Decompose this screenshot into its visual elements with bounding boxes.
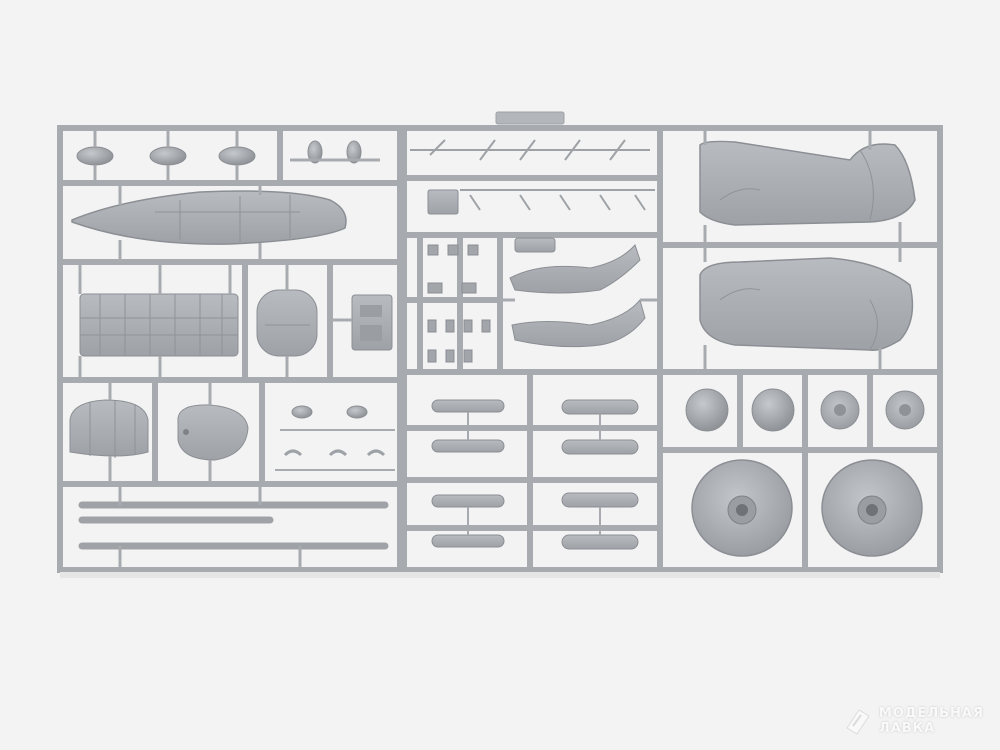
gear-strut-upper: [509, 244, 641, 294]
small-block: [514, 237, 556, 253]
fuselage-half: [71, 190, 347, 245]
watermark-text: МОДЕЛЬНАЯ ЛАВКА: [879, 706, 984, 736]
floor-panel: [79, 293, 239, 357]
cockpit-panel-right: [177, 404, 249, 461]
tiny-parts-grid: [427, 244, 491, 363]
small-parts: [283, 405, 386, 457]
sprue-label-tag: [495, 111, 565, 125]
sprue-shadow: [60, 572, 940, 578]
sprue-frame: [57, 125, 943, 573]
nacelle-half-upper: [699, 140, 916, 226]
small-pods: [76, 146, 256, 166]
watermark: МОДЕЛЬНАЯ ЛАВКА: [843, 706, 984, 736]
seat-assembly: [351, 294, 393, 351]
instrument-box: [427, 189, 459, 215]
spinners: [685, 388, 795, 432]
watermark-line2: ЛАВКА: [878, 721, 936, 736]
aerials: [410, 139, 655, 211]
cockpit-panel-left: [69, 399, 149, 457]
bulkhead: [256, 289, 318, 357]
shop-logo-icon: [846, 709, 870, 735]
main-wheels: [691, 459, 923, 557]
nacelle-half-lower: [699, 257, 914, 352]
watermark-line1: МОДЕЛЬНАЯ: [878, 706, 984, 721]
antenna-parts: [307, 140, 362, 164]
rods: [78, 501, 389, 550]
gear-strut-lower: [511, 298, 646, 348]
